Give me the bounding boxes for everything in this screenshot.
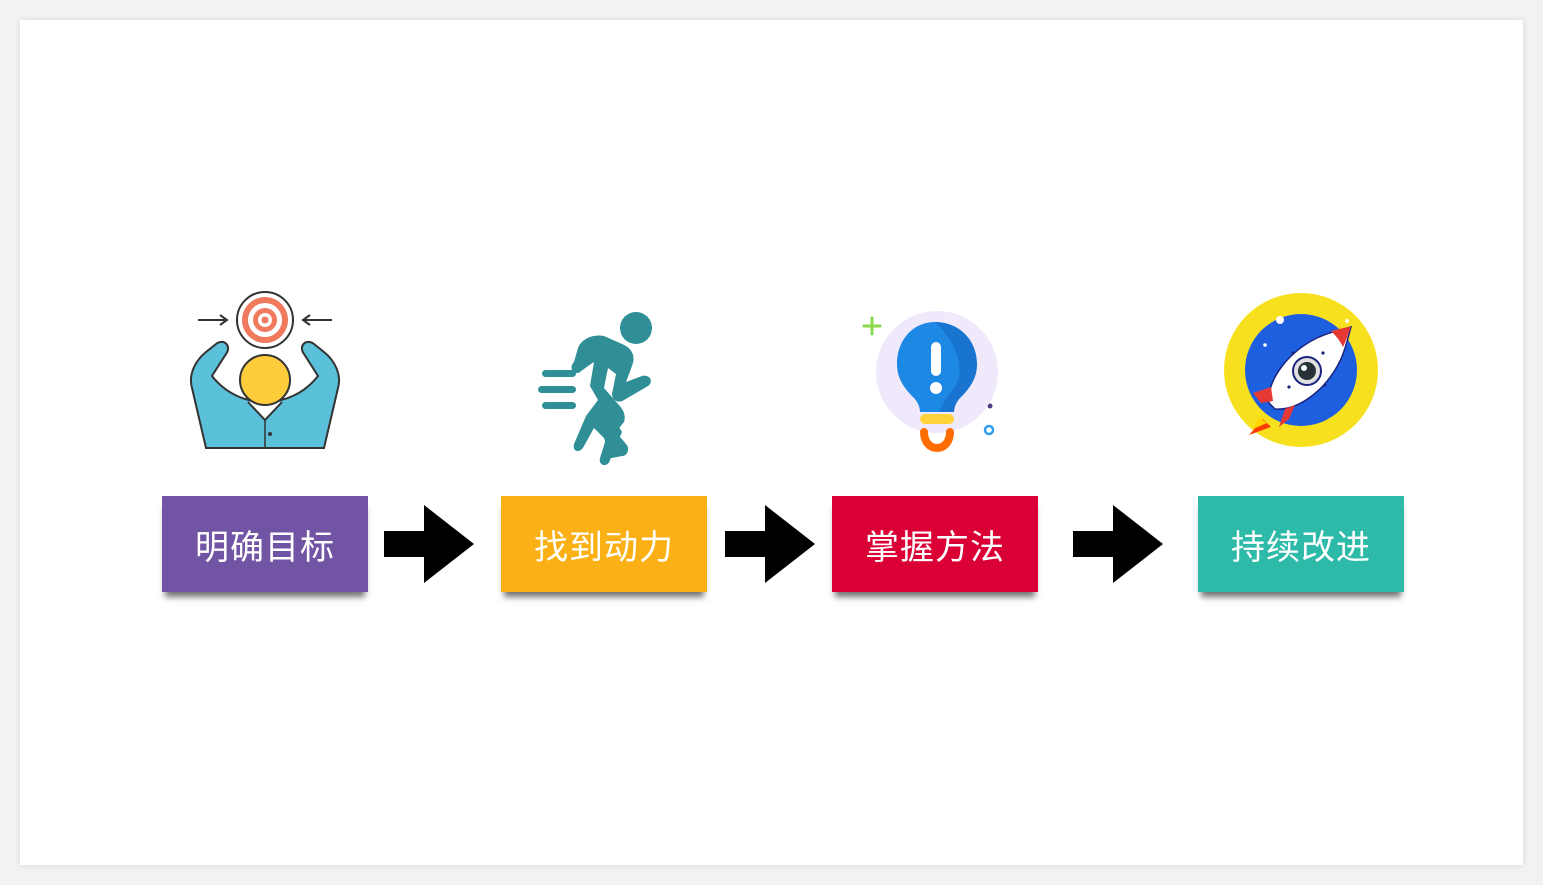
step-box-3: 掌握方法: [832, 496, 1038, 592]
lightbulb-icon: [862, 311, 998, 453]
step-label-4: 持续改进: [1231, 527, 1371, 568]
step-label-2: 找到动力: [534, 527, 674, 568]
slide: 明确目标 找到动力 掌握方法 持续改进: [20, 20, 1523, 865]
flow-arrow-3: [1073, 505, 1163, 583]
flow-arrow-1: [384, 505, 474, 583]
step-box-1: 明确目标: [162, 496, 368, 592]
running-person-icon: [538, 312, 652, 466]
step-label-1: 明确目标: [195, 527, 335, 568]
flow-arrow-2: [725, 505, 815, 583]
step-label-3: 掌握方法: [865, 527, 1005, 568]
step-box-2: 找到动力: [501, 496, 707, 592]
step-box-4: 持续改进: [1198, 496, 1404, 592]
rocket-icon: [1224, 293, 1378, 447]
target-person-icon: [190, 291, 340, 449]
